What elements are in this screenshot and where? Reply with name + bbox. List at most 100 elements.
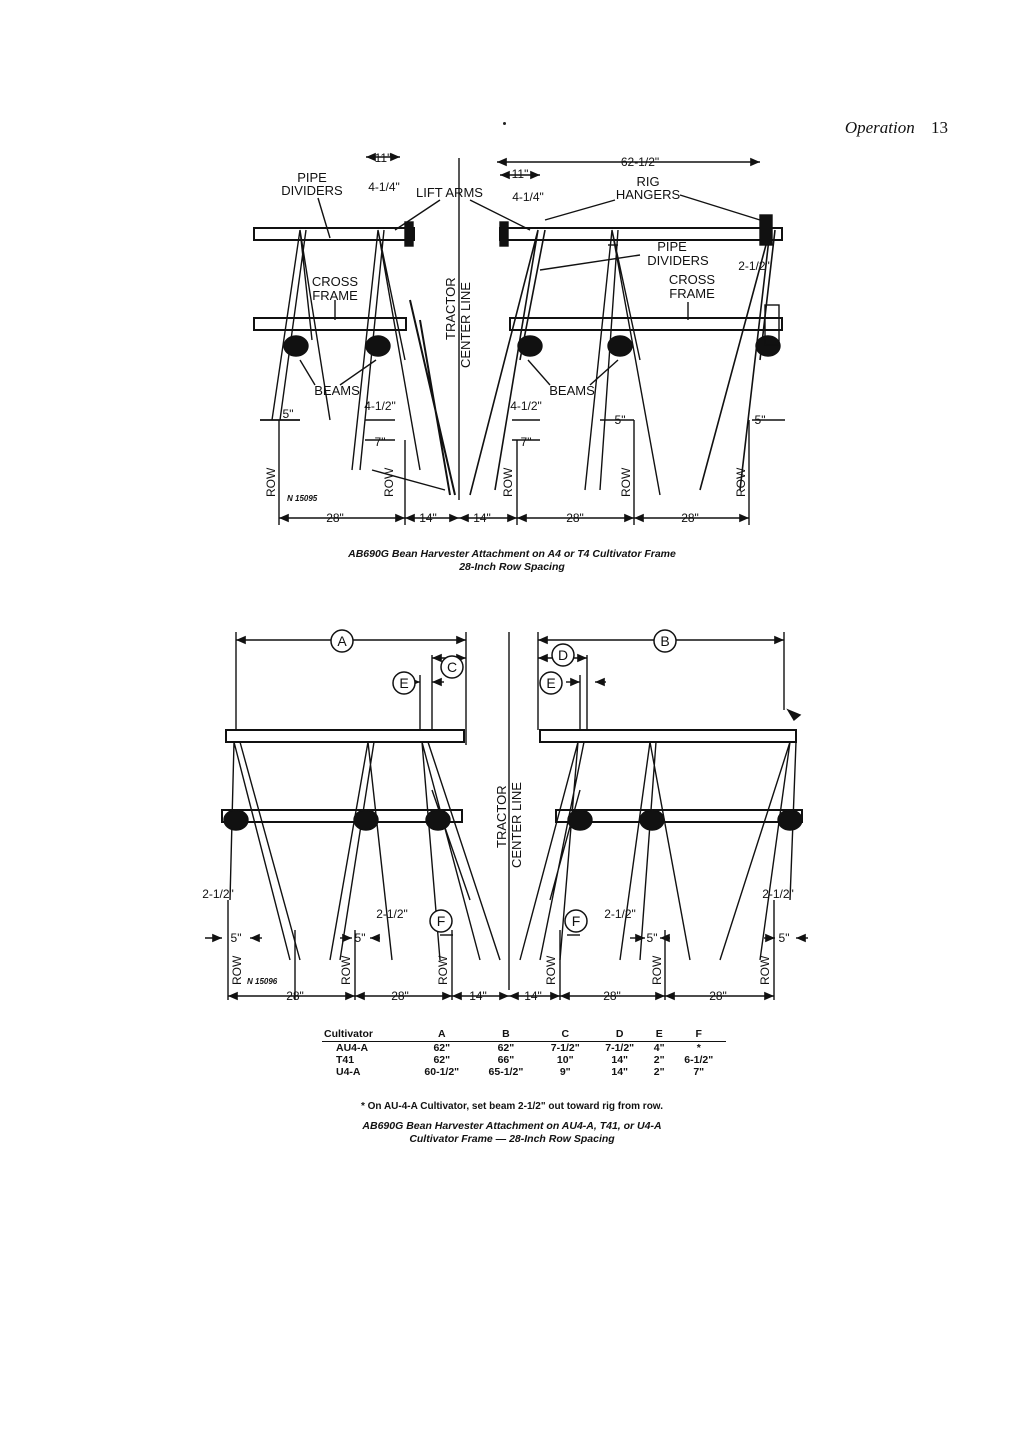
figure-1-caption-line-2: 28-Inch Row Spacing [459, 561, 565, 573]
dim-62-1-2: 62-1/2" [621, 155, 659, 169]
dim-4-1-4-right: 4-1/4" [512, 190, 544, 204]
cross-frame-right-label-2: FRAME [669, 286, 715, 301]
dim-bottom-14: 14" [419, 511, 437, 525]
table-cell: 2" [653, 1054, 665, 1066]
figure-1-caption-line-1: AB690G Bean Harvester Attachment on A4 o… [348, 548, 676, 560]
dim-7-right: 7" [521, 435, 532, 449]
figure-1-diagram: PIPE DIVIDERS LIFT ARMS RIG HANGERS PIPE… [253, 151, 785, 525]
figure-2-caption-line-2: Cultivator Frame — 28-Inch Row Spacing [409, 1133, 615, 1145]
row-label: ROW [436, 955, 450, 985]
dim-2-1-2: 2-1/2" [376, 907, 408, 921]
label-e: E [399, 675, 408, 691]
beams-right-label: BEAMS [549, 383, 595, 398]
label-c: C [447, 659, 457, 675]
label-f: F [572, 913, 581, 929]
table-cell: 9" [559, 1066, 571, 1078]
row-label: ROW [734, 467, 748, 497]
dim-5-right: 5" [755, 413, 766, 427]
pipe-dividers-right-label-1: PIPE [657, 239, 687, 254]
center-line-label: CENTER LINE [458, 282, 473, 368]
table-cell: 10" [556, 1054, 574, 1066]
dim-11-right: 11" [512, 167, 529, 181]
dim-bottom-28: 28" [391, 989, 409, 1003]
table-cell: 7-1/2" [605, 1042, 635, 1054]
table-row: AU4-A 62" 62" 7-1/2" 7-1/2" 4" * [322, 1042, 726, 1055]
dim-4-1-4-left: 4-1/4" [368, 180, 400, 194]
table-cell: 14" [611, 1054, 629, 1066]
dim-5-left: 5" [283, 407, 294, 421]
beams-left-label: BEAMS [314, 383, 360, 398]
table-cell: 66" [497, 1054, 515, 1066]
section-title: Operation [844, 118, 915, 137]
table-cell: 62" [497, 1042, 515, 1054]
row-label: ROW [339, 955, 353, 985]
lift-arms-label: LIFT ARMS [416, 185, 483, 200]
table-header: A [409, 1027, 474, 1042]
dim-5-mid: 5" [615, 413, 626, 427]
table-header: F [671, 1027, 726, 1042]
table-header: B [473, 1027, 538, 1042]
dim-bottom-28: 28" [709, 989, 727, 1003]
table-cell: AU4-A [336, 1042, 369, 1054]
figure-2-diagram: A B C D E E F F TRACTOR CENTER LINE ROW … [202, 629, 808, 1003]
row-label: ROW [650, 955, 664, 985]
row-label: ROW [382, 467, 396, 497]
rig-hangers-label-1: RIG [636, 174, 659, 189]
row-label: ROW [230, 955, 244, 985]
dim-2-1-2: 2-1/2" [604, 907, 636, 921]
figure-number: N 15096 [247, 977, 278, 986]
cross-frame-left-label-1: CROSS [312, 274, 359, 289]
dim-5: 5" [647, 931, 658, 945]
dim-bottom-14: 14" [473, 511, 491, 525]
dim-bottom-28: 28" [286, 989, 304, 1003]
table-header: Cultivator [322, 1027, 410, 1042]
rig-hangers-label-2: HANGERS [616, 187, 681, 202]
row-label: ROW [758, 955, 772, 985]
label-d: D [558, 647, 568, 663]
figure-number: N 15095 [287, 494, 318, 503]
table-cell: 62" [433, 1054, 451, 1066]
table-cell: * [696, 1042, 701, 1054]
dim-4-1-2-right: 4-1/2" [510, 399, 542, 413]
table-cell: T41 [336, 1054, 355, 1066]
dim-bottom-28: 28" [566, 511, 584, 525]
figure-1-caption: AB690G Bean Harvester Attachment on A4 o… [0, 548, 1024, 574]
row-label: ROW [619, 467, 633, 497]
speck [503, 122, 506, 125]
dim-bottom-14: 14" [469, 989, 487, 1003]
pipe-dividers-left-label-1: PIPE [297, 170, 327, 185]
dim-2-1-2: 2-1/2" [762, 887, 794, 901]
dim-2-1-2: 2-1/2" [738, 259, 770, 273]
table-header: D [592, 1027, 647, 1042]
page-number: 13 [931, 118, 948, 137]
pipe-dividers-left-label-2: DIVIDERS [281, 183, 343, 198]
dim-bottom-28: 28" [326, 511, 344, 525]
label-a: A [337, 633, 347, 649]
table-cell: 7" [693, 1066, 705, 1078]
table-cell: U4-A [336, 1066, 361, 1078]
table-cell: 65-1/2" [488, 1066, 524, 1078]
pipe-dividers-right-label-2: DIVIDERS [647, 253, 709, 268]
dim-11-left: 11" [375, 151, 392, 165]
dim-bottom-14: 14" [524, 989, 542, 1003]
table-footnote: * On AU-4-A Cultivator, set beam 2-1/2" … [360, 1101, 663, 1112]
cross-frame-left-label-2: FRAME [312, 288, 358, 303]
table-cell: 60-1/2" [424, 1066, 460, 1078]
row-label: ROW [544, 955, 558, 985]
tractor-label: TRACTOR [494, 785, 509, 848]
table-header: E [646, 1027, 672, 1042]
dim-bottom-28: 28" [603, 989, 621, 1003]
table-cell: 2" [653, 1066, 665, 1078]
dim-bottom-28: 28" [681, 511, 699, 525]
table-cell: 7-1/2" [550, 1042, 580, 1054]
table-header-row: Cultivator A B C D E F [322, 1027, 726, 1042]
center-line-label: CENTER LINE [509, 782, 524, 868]
page-header: Operation 13 [845, 118, 948, 138]
dim-2-1-2: 2-1/2" [202, 887, 234, 901]
tractor-label: TRACTOR [443, 277, 458, 340]
label-e: E [546, 675, 555, 691]
label-f: F [437, 913, 446, 929]
table-cell: 4" [653, 1042, 665, 1054]
table-cell: 14" [611, 1066, 629, 1078]
cultivator-dimensions-table: Cultivator A B C D E F AU4-A 62" 62" 7-1… [322, 1027, 726, 1078]
